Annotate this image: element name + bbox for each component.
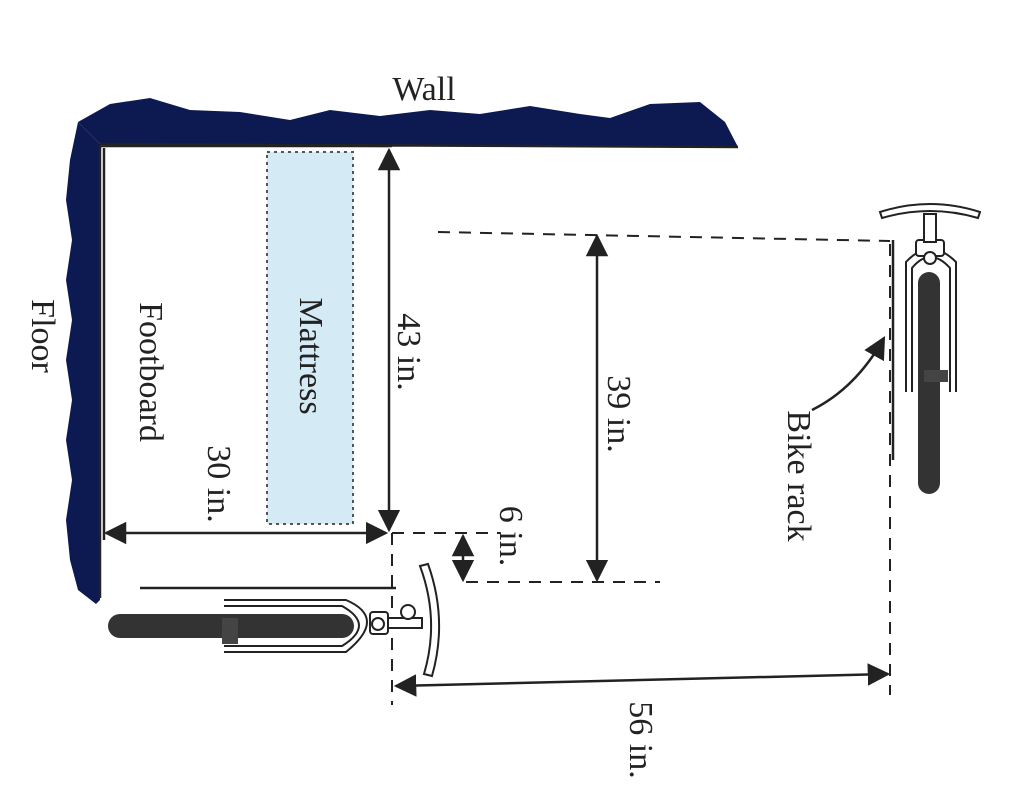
dim-6-label: 6 in. (492, 506, 529, 566)
bike-right (878, 203, 982, 494)
dim-39-label: 39 in. (600, 375, 637, 452)
footboard-label: Footboard (132, 302, 169, 442)
dim-56-line (393, 663, 891, 697)
floor-shape (66, 122, 100, 604)
bed-top-line (99, 142, 393, 148)
bike-rack-pointer (811, 336, 886, 412)
mattress-label: Mattress (292, 297, 329, 414)
bike-rack-label: Bike rack (780, 410, 817, 541)
mattress-rect (266, 151, 354, 525)
dim-30-label: 30 in. (200, 445, 237, 522)
floor-label: Floor (24, 299, 61, 373)
ext-top-dashed (437, 231, 891, 242)
dim-43-label: 43 in. (390, 313, 427, 390)
wall-shape (78, 98, 738, 147)
dim-56-label: 56 in. (622, 701, 659, 778)
bike-bottom (108, 562, 441, 678)
wall-label: Wall (392, 71, 455, 108)
